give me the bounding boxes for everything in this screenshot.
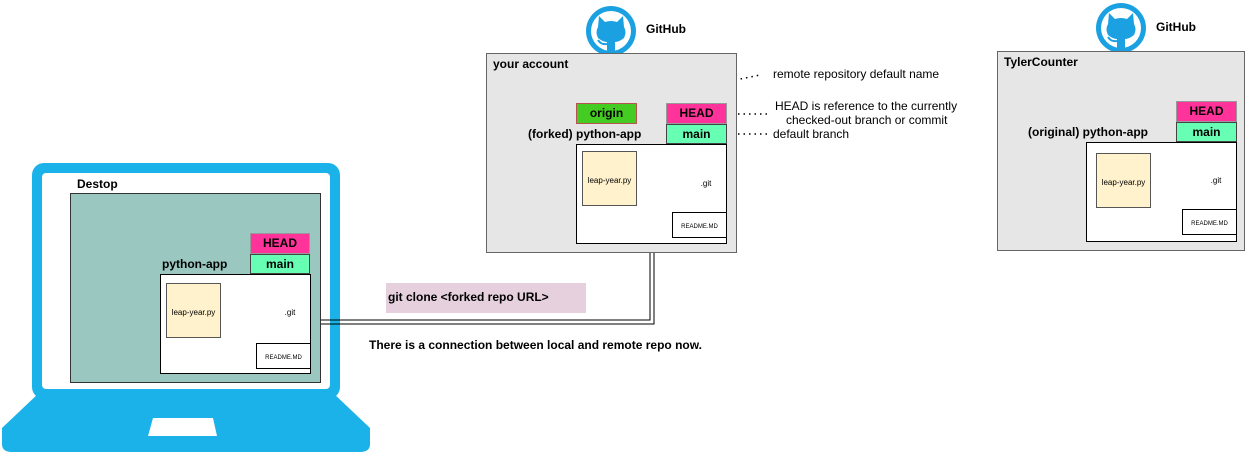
forked-head-tag: HEAD xyxy=(666,103,727,124)
forked-git-label: .git xyxy=(700,179,712,188)
origin-remote-tag: origin xyxy=(576,103,637,124)
connection-note: There is a connection between local and … xyxy=(369,338,702,352)
original-main-branch-tag: main xyxy=(1176,122,1237,142)
clone-command-box xyxy=(386,283,586,313)
github-brand-label: GitHub xyxy=(646,22,686,36)
main-annotation: default branch xyxy=(773,127,850,141)
local-git-label: .git xyxy=(284,308,296,317)
clone-connection-line xyxy=(311,244,655,325)
forked-repo-name: (forked) python-app xyxy=(528,127,642,141)
github-icon xyxy=(586,6,636,56)
local-repo-name: python-app xyxy=(162,257,228,271)
original-readme-file: README.MD xyxy=(1182,209,1237,235)
github-brand-label-original: GitHub xyxy=(1156,20,1196,34)
desktop-label: Destop xyxy=(77,177,118,191)
local-readme-file: README.MD xyxy=(256,343,311,369)
head-annotation-line1: HEAD is reference to the currently xyxy=(775,99,958,113)
original-git-label: .git xyxy=(1210,176,1222,185)
local-file-leap-year: leap-year.py xyxy=(166,283,221,338)
original-head-tag: HEAD xyxy=(1176,101,1237,122)
original-file-leap-year: leap-year.py xyxy=(1096,153,1151,208)
forked-file-leap-year: leap-year.py xyxy=(582,151,637,206)
github-icon xyxy=(1096,3,1146,53)
forked-main-branch-tag: main xyxy=(666,124,727,144)
local-head-tag: HEAD xyxy=(250,233,310,254)
your-account-label: your account xyxy=(493,57,569,71)
original-repo-name: (original) python-app xyxy=(1028,125,1148,139)
clone-command-text: git clone <forked repo URL> xyxy=(388,290,549,304)
local-main-branch-tag: main xyxy=(250,254,310,274)
head-annotation-line2: checked-out branch or commit xyxy=(786,113,948,127)
origin-annotation: remote repository default name xyxy=(773,67,940,81)
forked-readme-file: README.MD xyxy=(672,212,727,238)
original-account-label: TylerCounter xyxy=(1004,55,1078,69)
